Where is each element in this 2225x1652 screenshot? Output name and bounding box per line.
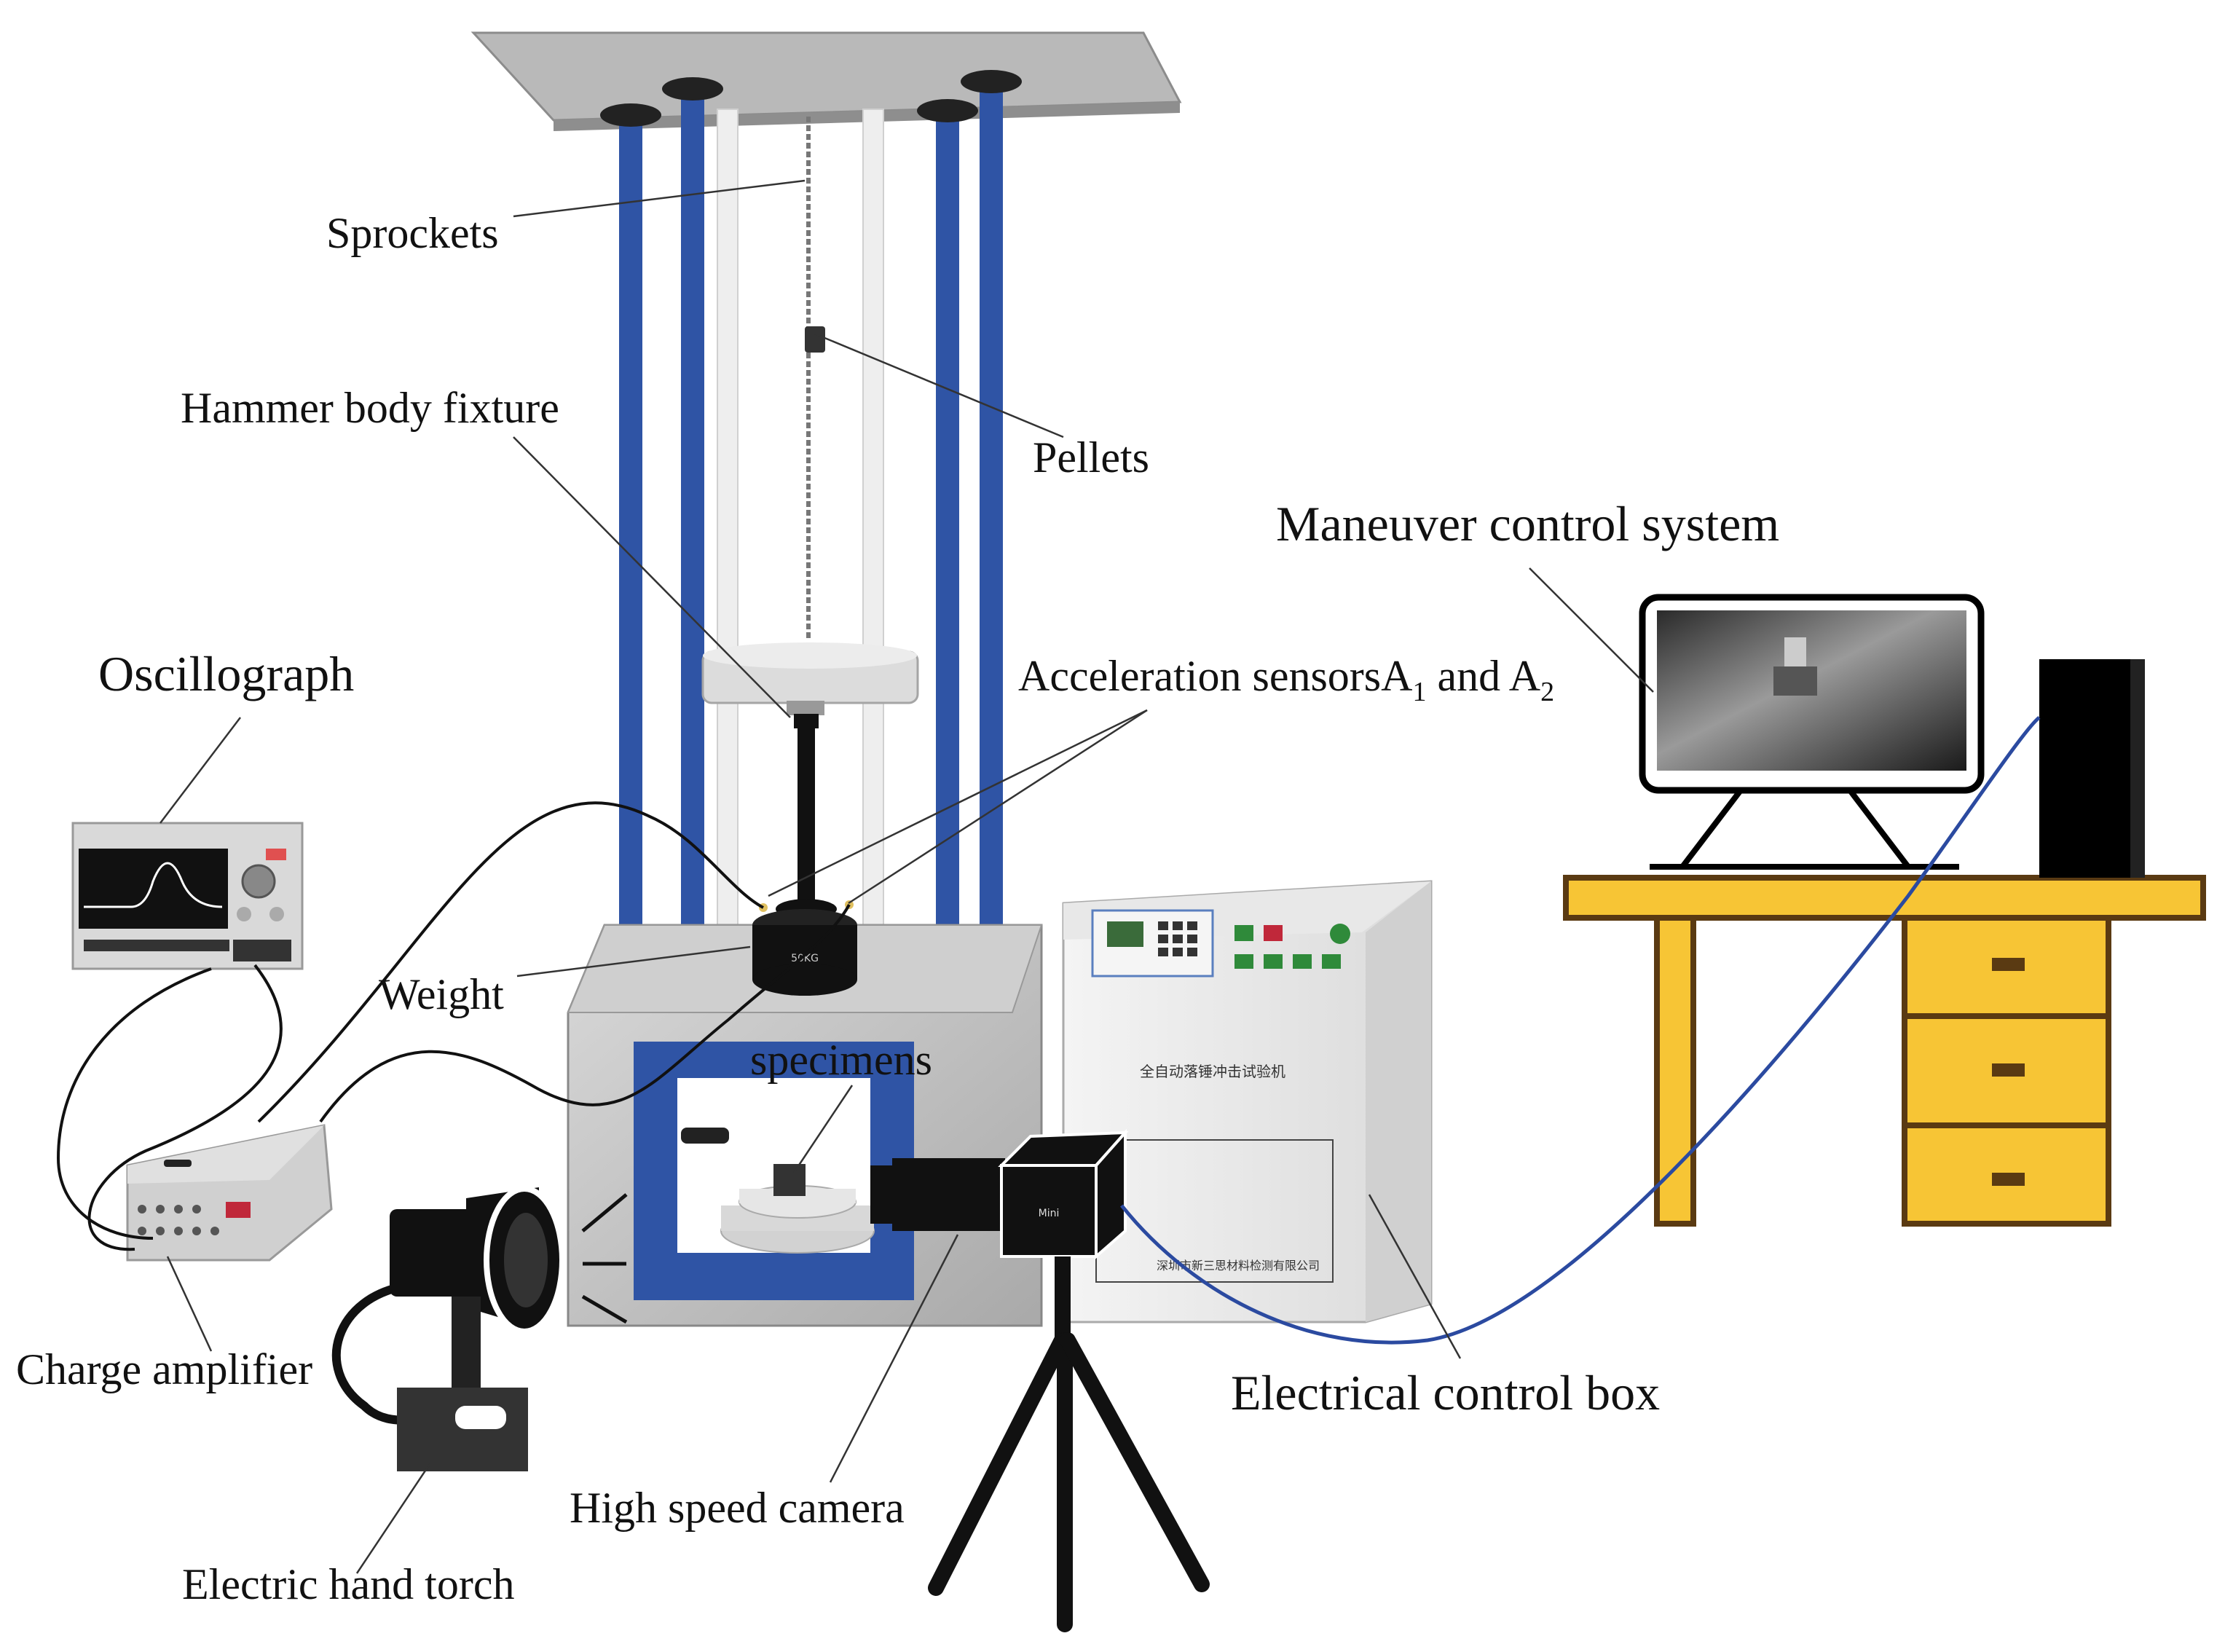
monitor [1639,594,1985,870]
label-pellets: Pellets [1033,433,1149,481]
sprocket-cap [600,103,661,127]
sprocket-cap [917,99,978,122]
control-box-title: 全自动落锤冲击试验机 [1140,1063,1285,1080]
desk [1563,875,2206,1227]
cables [56,716,2041,1345]
sprocket-cap [662,77,723,101]
drawer-handle [1992,1173,2025,1186]
labels: Sprockets Hammer body fixture Pellets Ma… [16,209,1779,1608]
label-weight: Weight [379,970,504,1018]
specimen [773,1164,806,1196]
control-box-company: 深圳市新三思材料检测有限公司 [1157,1259,1320,1273]
weight: 50KG [752,900,857,996]
charge-amplifier [126,1124,333,1262]
label-electric-hand-torch: Electric hand torch [182,1560,514,1608]
guide-rod-left [717,109,739,1006]
label-electrical-control-box: Electrical control box [1231,1365,1660,1420]
top-plate [470,31,1182,131]
electric-hand-torch [331,1186,565,1471]
label-charge-amplifier: Charge amplifier [16,1345,312,1393]
guide-rod-right [862,109,884,1006]
label-high-speed-camera: High speed camera [570,1484,905,1532]
drawer-handle [1992,1063,2025,1077]
leader-lines [160,179,1654,1574]
high-speed-camera: Mini [870,1128,1210,1632]
label-specimens: specimens [750,1036,932,1084]
camera-brand: Mini [1039,1208,1060,1219]
label-hammer-body-fixture: Hammer body fixture [181,384,559,432]
label-oscillograph: Oscillograph [98,646,354,701]
blue-columns [600,70,1022,1020]
hammer-crosshead [701,642,919,919]
electrical-control-box: 全自动落锤冲击试验机 深圳市新三思材料检测有限公司 [1062,880,1433,1323]
oscillograph [71,822,304,970]
drawer-handle [1992,958,2025,971]
pc-tower [2039,659,2145,878]
label-maneuver-control-system: Maneuver control system [1276,496,1779,551]
pellet [805,326,825,353]
label-acceleration-sensors: Acceleration sensorsA1 and A2 [1018,652,1554,707]
label-sprockets: Sprockets [326,209,499,257]
sprocket-cap [961,70,1022,93]
